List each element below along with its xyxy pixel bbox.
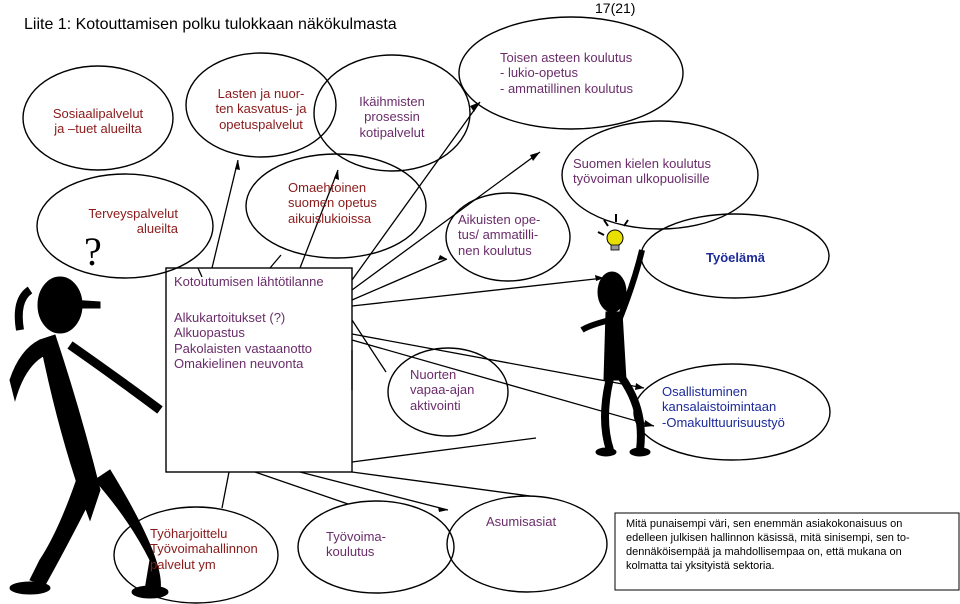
node-omaehtoinen-shape — [245, 153, 427, 259]
lightbulb-icon — [597, 214, 629, 251]
question-mark: ? — [84, 229, 102, 274]
node-nuorten-shape — [387, 347, 509, 437]
thinking-figure-icon — [9, 276, 169, 599]
node-tyovoimakoulutus-shape — [297, 500, 455, 594]
node-toisen-asteen-shape — [458, 16, 684, 130]
node-terveyspalvelut-shape — [36, 173, 214, 279]
lahtotilanne-heading: Kotoutumisen lähtötilanne — [174, 274, 324, 289]
node-tyoharjoittelu-shape — [113, 506, 279, 604]
node-aikuisten-shape — [445, 192, 571, 282]
node-asumisasiat: Asumisasiat — [486, 514, 557, 529]
node-sosiaalipalvelut-shape — [22, 65, 174, 171]
node-lasten-shape — [185, 52, 337, 158]
note-box — [614, 512, 960, 591]
node-aikuisten: Aikuisten ope-tus/ ammatilli-nen koulutu… — [458, 212, 541, 258]
page-title: Liite 1: Kotouttamisen polku tulokkaan n… — [24, 16, 397, 33]
node-toisen-asteen: Toisen asteen koulutus- lukio-opetus- am… — [500, 50, 633, 96]
node-tyoelama: Työelämä — [706, 250, 766, 265]
page-number: 17(21) — [595, 0, 636, 16]
node-suomen-kielen-shape — [561, 120, 759, 230]
node-tyovoimakoulutus: Työvoima-koulutus — [326, 529, 386, 560]
node-asumisasiat-shape — [446, 495, 608, 593]
pointing-figure-icon — [580, 249, 651, 457]
node-ikaihmisten-shape — [313, 54, 471, 172]
legend-note: Mitä punaisempi väri, sen enemmän asiako… — [626, 518, 910, 573]
